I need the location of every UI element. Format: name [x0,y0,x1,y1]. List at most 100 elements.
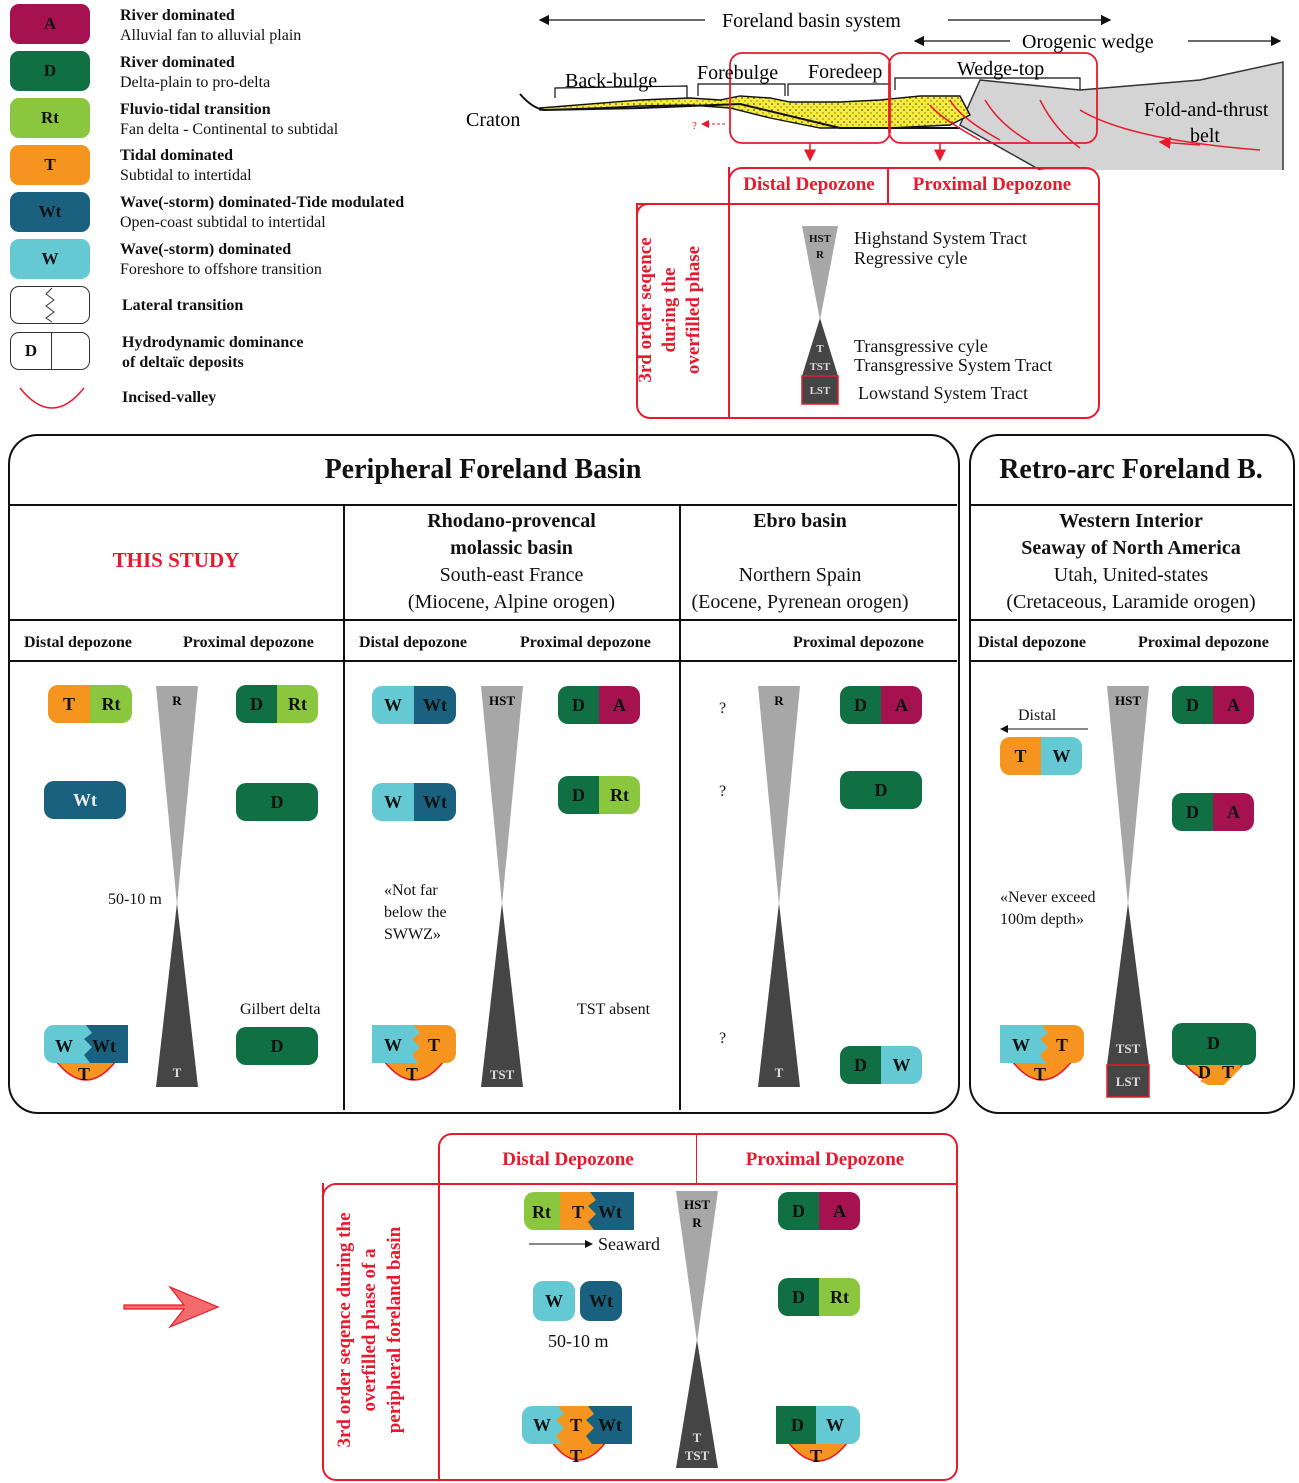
sub-proximal: Proximal depozone [1138,634,1269,651]
seq-body-frame [636,203,1100,419]
distal-note: Distal [1018,707,1057,724]
vline [343,504,345,1110]
craton-label: Craton [466,109,520,131]
chip-d: D [840,686,881,724]
chip-d: D [778,1192,819,1230]
tst-tag: TST [1116,1041,1141,1056]
chip-a: A [819,1192,860,1230]
seq-vert-line: 3rd order seqence [635,237,656,383]
col4-l2: Seaway of North America [1021,537,1241,559]
note-line: SWWZ» [384,926,441,943]
chip-t: T [1000,737,1041,775]
chip-a: A [599,686,640,724]
chip-d: D [236,783,318,821]
chip-t: T [1034,1064,1047,1084]
legend-title: River dominated [120,7,235,24]
thrust-arrow [1158,136,1201,149]
col3-header: Ebro basin [681,508,919,535]
chip-t: T [570,1415,583,1435]
legend-desc: Delta-plain to pro-delta [120,74,271,91]
chip-t: T [1222,1062,1235,1082]
note-line: «Never exceed [1000,889,1096,906]
seq-divider [728,167,730,417]
syn-vert-line: peripheral foreland basin [384,1226,405,1434]
chip-t: T [406,1064,419,1084]
brace [787,83,891,96]
syn-vline [438,1183,440,1481]
brace [554,85,688,98]
basin-fill [539,95,971,129]
chip-rt: Rt [532,1202,551,1222]
chip-t: T [570,1446,583,1466]
chip-d: D [1207,1033,1220,1053]
syn-vline [696,1135,697,1183]
chip-d: D [558,686,599,724]
chip-w: W [533,1415,551,1435]
chip-a: A [1213,793,1254,831]
sub-proximal: Proximal depozone [183,634,314,651]
facies-chip: Wt [44,781,126,819]
lateral-transition-icon [10,286,90,324]
legend-swatch-w: W [10,239,90,279]
tst-absent-note: TST absent [577,1001,651,1018]
note-line: 100m depth» [1000,911,1084,928]
seaward-label: Seaward [598,1234,660,1254]
fold-label-2: belt [1190,125,1220,147]
brace [697,83,786,96]
hline [970,504,1292,506]
depth-note: 50-10 m [108,891,162,908]
legend-swatch-a: A [10,4,90,44]
tst-tag: TST [810,361,831,373]
chip-d: D [778,1278,819,1316]
legend-code: D [43,61,57,80]
t-tag: T [775,1065,784,1080]
legend-title: Wave(-storm) dominated-Tide modulated [120,194,405,211]
seq-lst-note: Lowstand System Tract [858,383,1029,403]
legend-swatch-d: D [10,51,90,91]
chip-rt: Rt [90,685,132,723]
incised-valley-icon [19,387,85,409]
legend-desc: Subtidal to intertidal [120,167,252,184]
hst-tag: HST [809,233,832,245]
syn-vert-line: overfilled phase of a [359,1248,380,1412]
syn-header-frame [438,1133,958,1185]
wedgetop-label: Wedge-top [957,58,1044,80]
sub-proximal: Proximal depozone [520,634,651,651]
sub-distal: Distal depozone [359,634,467,651]
hline [9,619,957,621]
legend-swatch-wt: Wt [10,192,90,232]
hourglass-col3: R T [758,686,800,1087]
chip-rt: Rt [599,776,640,814]
hline [970,660,1292,662]
distal-arrow [1000,725,1088,733]
col2-l2: molassic basin [450,537,573,559]
syn-body-frame [322,1183,958,1481]
col2-l3: South-east France [439,564,584,586]
col2-l4: (Miocene, Alpine orogen) [407,591,616,613]
r-tag: R [816,249,825,261]
chip-rt: Rt [819,1278,860,1316]
col4-l4: (Cretaceous, Laramide orogen) [1006,591,1256,613]
seq-corner [636,203,730,215]
syn-hline [438,1183,956,1185]
this-study-title: THIS STUDY [112,548,240,572]
t-tag: T [173,1065,182,1080]
hydro-line2: of deltaïc deposits [122,354,244,371]
thrust-faults [929,99,1261,151]
question-mark: ? [719,783,727,800]
chip-d: D [1172,793,1213,831]
backbulge-label: Back-bulge [565,70,657,92]
